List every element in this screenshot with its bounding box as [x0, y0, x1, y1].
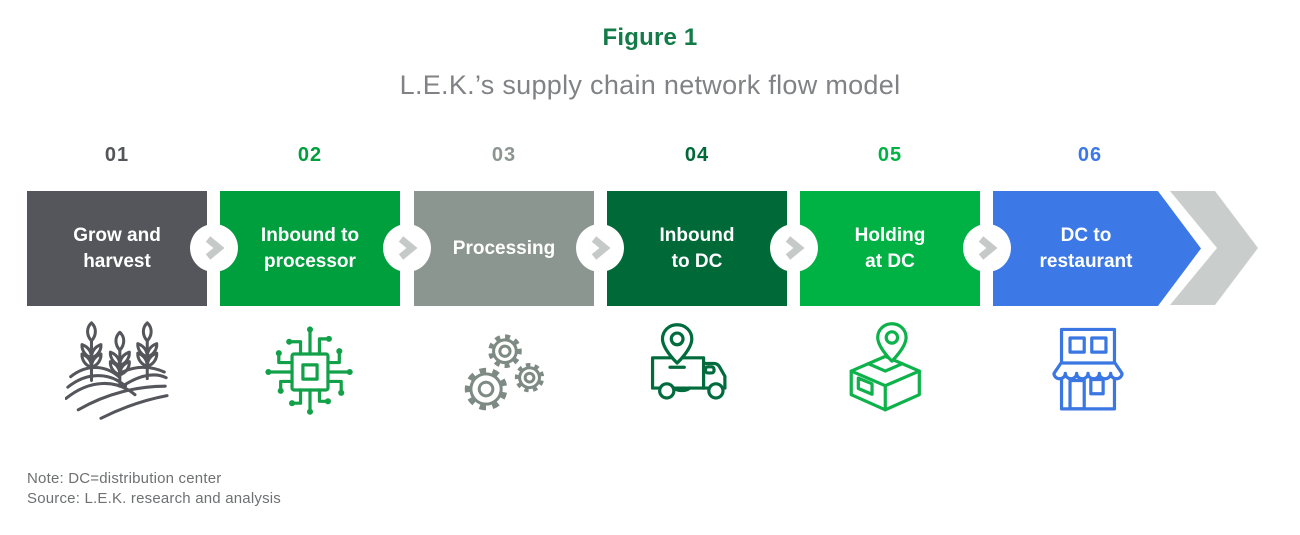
package-location-icon: [849, 322, 921, 412]
step-box-label: Processing: [452, 237, 556, 259]
step-number-03: 03: [491, 144, 517, 166]
chevron-circle: [576, 224, 624, 272]
wheat-field-icon: [65, 321, 169, 420]
step-number-01: 01: [104, 144, 130, 166]
step-number-02: 02: [297, 144, 323, 166]
truck-location-icon: [650, 323, 727, 400]
figure-label: Figure 1: [602, 24, 698, 51]
figure-source: Source: L.E.K. research and analysis: [27, 490, 281, 507]
storefront-icon: [1052, 327, 1124, 411]
step-number-05: 05: [877, 144, 903, 166]
chevron-right-icon: [978, 236, 998, 260]
chevron-circle: [963, 224, 1011, 272]
chevron-circle: [770, 224, 818, 272]
step-number-04: 04: [684, 144, 710, 166]
chevron-circle: [190, 224, 238, 272]
step-number-06: 06: [1077, 144, 1103, 166]
chevron-right-icon: [785, 236, 805, 260]
chevron-right-icon: [398, 236, 418, 260]
circuit-chip-icon: [265, 326, 353, 415]
step-box-processing: Processing: [414, 191, 594, 306]
chevron-right-icon: [205, 236, 225, 260]
chevron-right-icon: [591, 236, 611, 260]
chevron-circle: [383, 224, 431, 272]
flow-end-arrow: [1170, 191, 1258, 305]
gears-icon: [464, 334, 545, 411]
figure-note: Note: DC=distribution center: [27, 470, 222, 487]
figure-title: L.E.K.’s supply chain network flow model: [399, 70, 901, 100]
